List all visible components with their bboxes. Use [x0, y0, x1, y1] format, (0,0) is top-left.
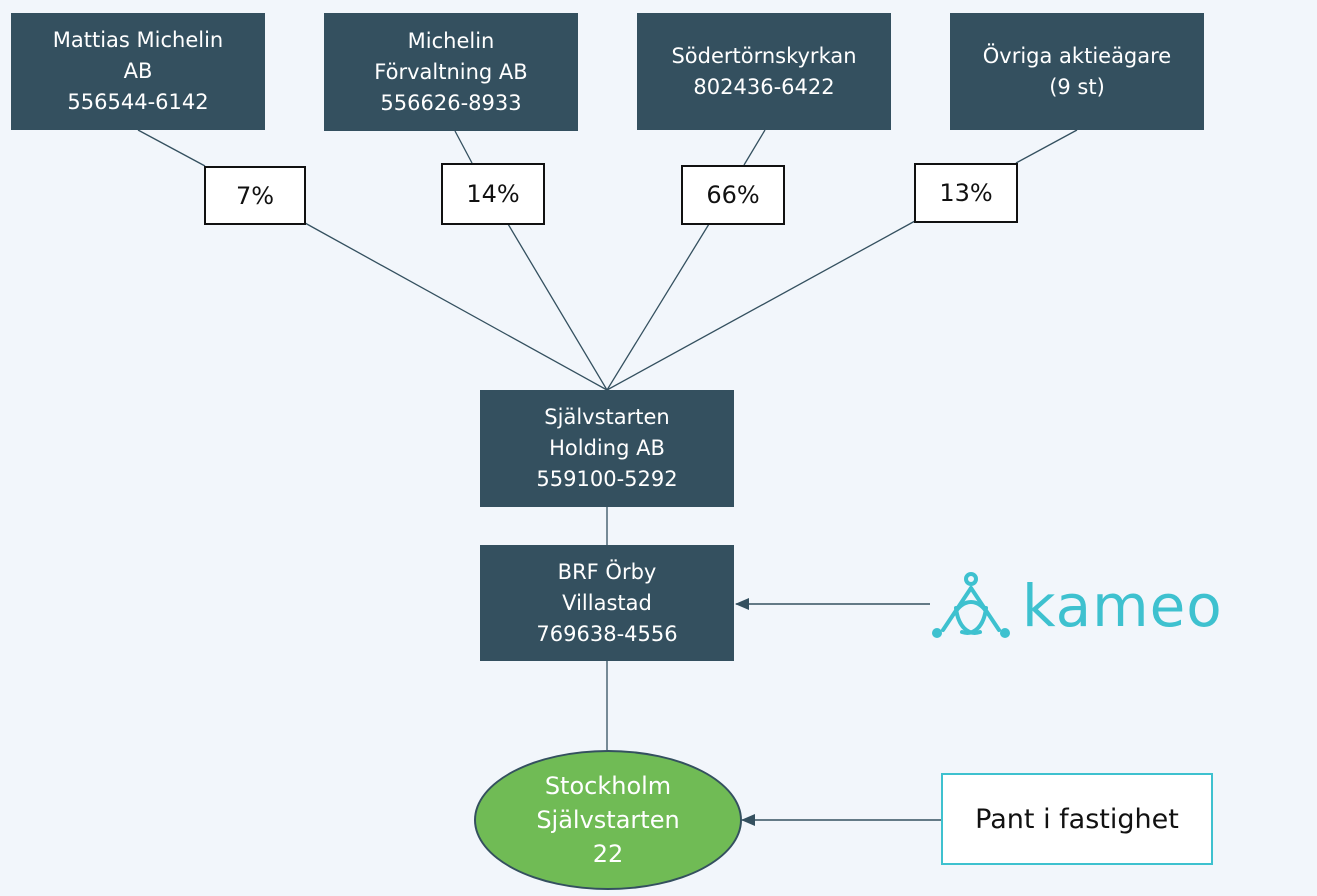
shareholder-box-michelin-forvaltning: Michelin Förvaltning AB 556626-8933 — [324, 13, 578, 131]
shareholder-3-line-1: Södertörnskyrkan — [671, 43, 857, 68]
shareholder-1-line-3: 556544-6142 — [67, 90, 209, 114]
shareholder-box-sodertornskyrkan: Södertörnskyrkan 802436-6422 — [637, 13, 891, 130]
property-line-1: Stockholm — [544, 772, 672, 800]
connector-shareholder-1-to-share — [137, 129, 206, 167]
property-line-2: Självstarten — [536, 806, 680, 834]
holding-line-3: 559100-5292 — [536, 467, 678, 491]
connector-share-1-to-holding — [304, 222, 608, 391]
brf-line-1: BRF Örby — [557, 559, 657, 584]
holding-box: Självstarten Holding AB 559100-5292 — [480, 390, 734, 507]
brf-line-2: Villastad — [562, 590, 652, 615]
shareholder-2-line-3: 556626-8933 — [380, 90, 522, 115]
share-label-ovriga-aktieagare: 13% — [914, 163, 1018, 223]
share-label-sodertornskyrkan: 66% — [681, 165, 785, 225]
property-line-3: 22 — [592, 840, 624, 868]
connector-share-3-to-holding — [606, 223, 710, 391]
holding-line-2: Holding AB — [549, 436, 665, 460]
share-label-mattias-michelin: 7% — [204, 166, 306, 225]
holding-line-1: Självstarten — [544, 405, 670, 429]
connector-share-2-to-holding — [507, 223, 608, 391]
connector-shareholder-3-to-share — [743, 129, 766, 166]
brf-box: BRF Örby Villastad 769638-4556 — [480, 545, 734, 661]
connector-share-4-to-holding — [606, 220, 916, 391]
shareholder-box-ovriga-aktieagare: Övriga aktieägare (9 st) — [950, 13, 1204, 130]
shareholder-1-line-1: Mattias Michelin — [52, 28, 224, 52]
share-label-michelin-forvaltning: 14% — [441, 163, 545, 225]
kameo-logo: kameo — [928, 566, 1268, 646]
property-ellipse: Stockholm Självstarten 22 — [474, 750, 742, 890]
shareholder-4-line-1: Övriga aktieägare — [982, 43, 1172, 68]
shareholder-1-line-2: AB — [123, 59, 153, 83]
brf-line-3: 769638-4556 — [536, 621, 678, 646]
connector-shareholder-4-to-share — [1015, 129, 1078, 164]
shareholder-4-line-2: (9 st) — [1049, 74, 1105, 99]
collateral-box: Pant i fastighet — [941, 773, 1213, 865]
collateral-label: Pant i fastighet — [975, 803, 1179, 835]
connector-shareholder-2-to-share — [454, 130, 473, 164]
shareholder-3-line-2: 802436-6422 — [693, 74, 835, 99]
shareholder-2-line-1: Michelin — [407, 28, 495, 53]
kameo-wordmark: kameo — [1022, 572, 1223, 640]
shareholder-2-line-2: Förvaltning AB — [374, 59, 528, 84]
kameo-logo-icon — [932, 572, 1010, 638]
shareholder-box-mattias-michelin: Mattias Michelin AB 556544-6142 — [11, 13, 265, 130]
